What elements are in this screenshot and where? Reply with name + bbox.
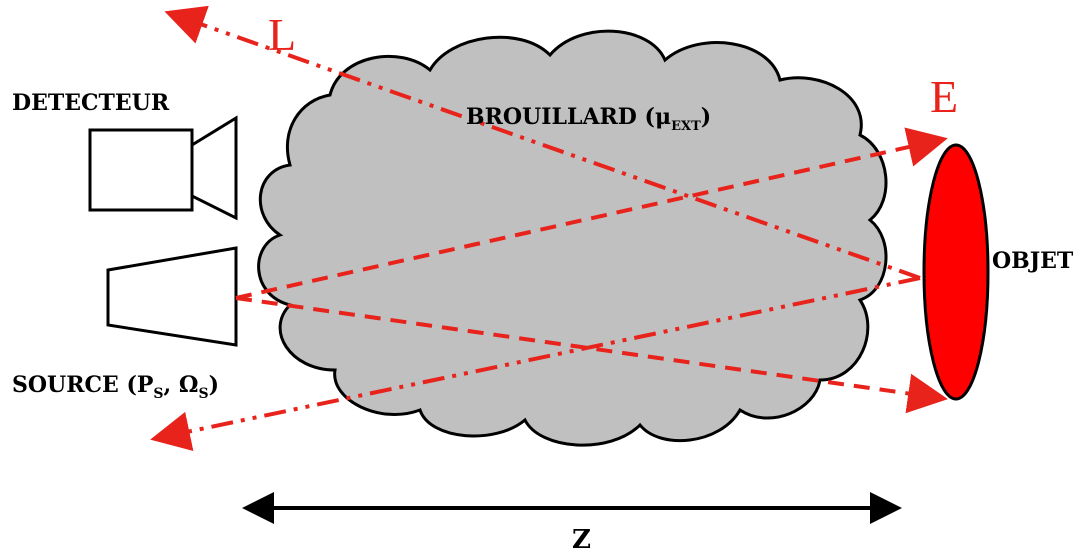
detector-icon (88, 115, 238, 221)
reflected-ray (150, 276, 921, 451)
ray-e-label: E (930, 71, 958, 122)
object-ellipse (922, 143, 990, 401)
ray-l-label: L (268, 9, 296, 60)
distance-label: Z (572, 525, 591, 555)
fog-label: BROUILLARD (μEXT) (466, 104, 711, 134)
illumination-ray-down (235, 296, 948, 414)
backscatter-ray-l (164, 5, 921, 280)
object-label: OBJET (992, 248, 1074, 274)
source-icon (106, 246, 238, 347)
illumination-ray-up (235, 127, 948, 300)
fog-cloud (257, 29, 888, 447)
detector-label: DETECTEUR (12, 90, 170, 116)
source-label: SOURCE (PS, ΩS) (12, 372, 219, 402)
